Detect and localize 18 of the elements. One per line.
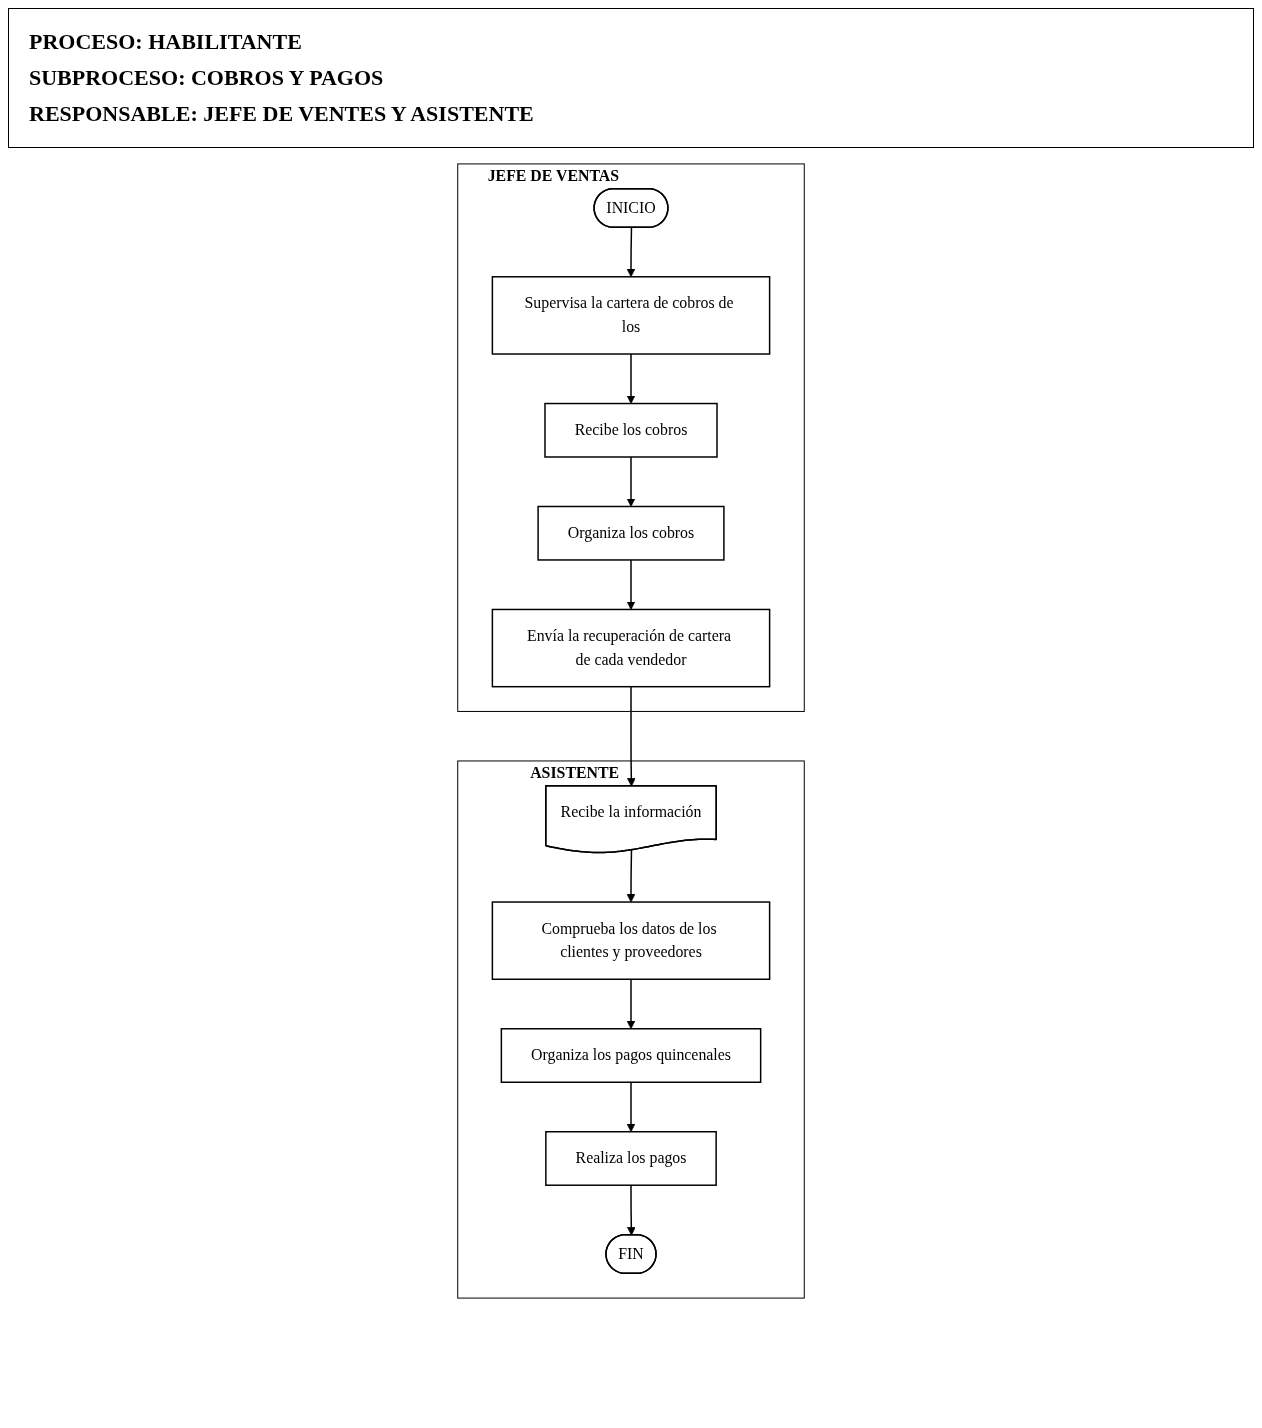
node-box: Envía la recuperación de cartera de cada vendedor [491, 608, 771, 688]
arrow [626, 456, 636, 507]
arrow [626, 227, 636, 278]
header-text: SUBPROCESO: COBROS Y PAGOS [29, 65, 385, 91]
header-text: PROCESO: HABILITANTE [29, 29, 303, 55]
arrow [627, 1184, 636, 1236]
arrow [626, 353, 636, 404]
header-text: RESPONSABLE: JEFE DE VENTES Y ASISTENTE [29, 101, 535, 127]
node-box: Organiza los pagos quincenales [500, 1028, 762, 1083]
arrow [626, 559, 636, 610]
node-box: Recibe los cobros [544, 402, 718, 458]
node-box: Realiza los pagos [545, 1131, 717, 1186]
node-box: Supervisa la cartera de cobros de los [491, 276, 771, 355]
arrow [626, 978, 636, 1030]
node-box: Comprueba los datos de los clientes y proveedores [491, 901, 771, 980]
arrow [626, 1081, 636, 1133]
arrow [626, 849, 636, 903]
node-box: Organiza los cobros [537, 505, 725, 561]
